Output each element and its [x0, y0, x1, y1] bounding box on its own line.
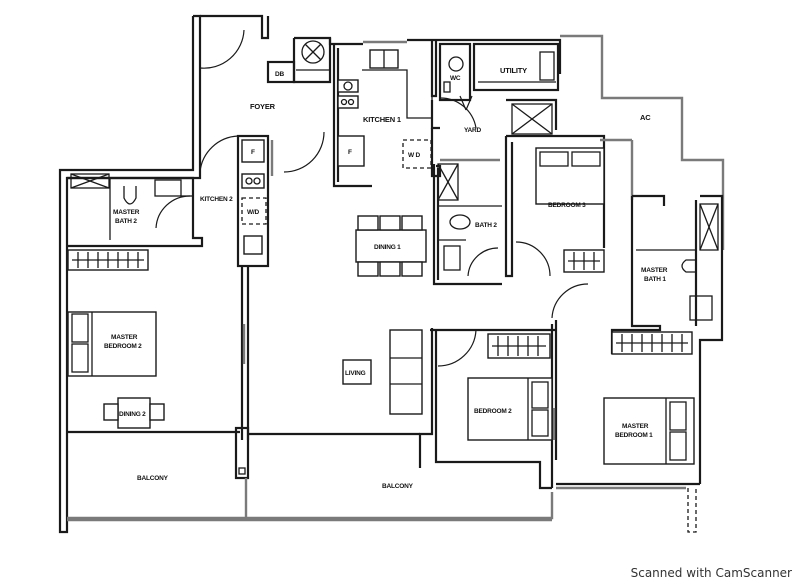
label-kitchen-2: KITCHEN 2	[200, 196, 233, 203]
label-washer-dryer-1: W D	[408, 152, 421, 159]
label-yard: YARD	[464, 127, 482, 134]
camscanner-watermark: Scanned with CamScanner	[630, 566, 792, 580]
wardrobe-ticks	[77, 252, 683, 356]
label-ac: AC	[640, 113, 651, 122]
label-washer-dryer-2: W/D	[247, 209, 260, 216]
label-master-bath-2-l1: MASTER	[113, 209, 140, 216]
label-dining-2: DINING 2	[119, 411, 146, 418]
walls	[58, 14, 725, 534]
label-master-bedroom-1-l2: BEDROOM 1	[615, 432, 653, 439]
label-bedroom-2: BEDROOM 2	[474, 408, 512, 415]
label-balcony-right: BALCONY	[382, 483, 414, 490]
label-master-bath-2-l2: BATH 2	[115, 218, 137, 225]
label-db: DB	[275, 71, 284, 78]
label-master-bedroom-2-l1: MASTER	[111, 334, 138, 341]
label-balcony-left: BALCONY	[137, 475, 169, 482]
label-fridge-2: F	[251, 149, 255, 156]
label-fridge-1: F	[348, 149, 352, 156]
label-wc: WC	[450, 75, 461, 82]
furniture	[67, 49, 696, 465]
label-bath-2: BATH 2	[475, 222, 497, 229]
room-labels: FOYER DB KITCHEN 1 WC UTILITY YARD AC KI…	[104, 66, 668, 490]
label-kitchen-1: KITCHEN 1	[363, 115, 401, 124]
doors	[155, 29, 589, 367]
label-dining-1: DINING 1	[374, 244, 401, 251]
label-foyer: FOYER	[250, 102, 276, 111]
fixture-labels: F F W D W/D	[247, 149, 421, 216]
label-master-bedroom-1-l1: MASTER	[622, 423, 649, 430]
fridge-1	[337, 135, 365, 167]
label-utility: UTILITY	[500, 66, 527, 75]
label-living: LIVING	[345, 370, 366, 377]
label-master-bedroom-2-l2: BEDROOM 2	[104, 343, 142, 350]
label-master-bath-1-l2: BATH 1	[644, 276, 666, 283]
label-master-bath-1-l1: MASTER	[641, 267, 668, 274]
label-bedroom-3: BEDROOM 3	[548, 202, 586, 209]
